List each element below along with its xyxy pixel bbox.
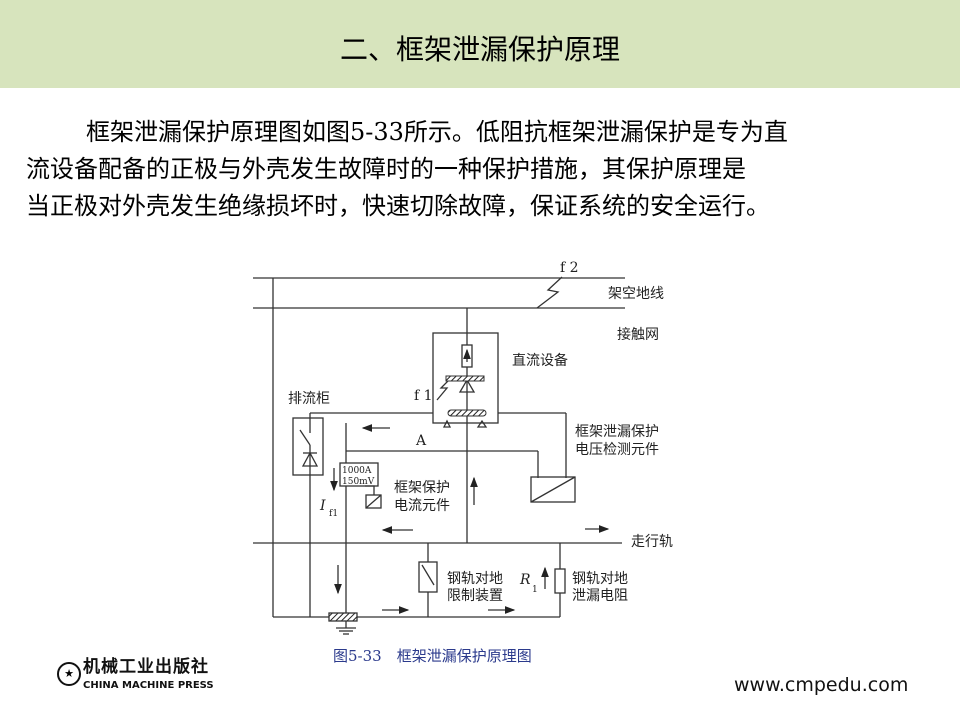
body-paragraph: 框架泄漏保护原理图如图5-33所示。低阻抗框架泄漏保护是专为直 流设备配备的正极… [26, 114, 946, 225]
label-current-element: 电流元件 [394, 498, 450, 514]
label-limiter: 钢轨对地 [447, 571, 503, 587]
leakage-resistor [554, 568, 566, 594]
label-dc-equipment: 直流设备 [512, 352, 568, 369]
website-url: www.cmpedu.com [734, 674, 909, 696]
publisher-name-en: CHINA MACHINE PRESS [83, 680, 214, 691]
publisher-name-cn: 机械工业出版社 [83, 657, 209, 677]
dc-equipment-box [432, 332, 499, 424]
ground-bar [328, 612, 358, 622]
label-shunt: 150mV [342, 477, 375, 487]
label-r1-sub: 1 [532, 585, 538, 595]
label-voltage-element: 框架泄漏保护 [575, 424, 659, 440]
slide-title: 二、框架泄漏保护原理 [339, 33, 620, 66]
drain-cabinet-box [292, 417, 324, 476]
label-A: A [415, 433, 427, 449]
label-leakage-resistor: 泄漏电阻 [572, 588, 628, 604]
fault-f1-bolt [436, 377, 452, 401]
label-if1-sub: f1 [329, 509, 338, 519]
label-f1: f 1 [414, 388, 433, 404]
frame-current-element [365, 494, 382, 509]
title-band [0, 0, 960, 88]
label-catenary: 接触网 [617, 326, 659, 343]
paragraph-line: 流设备配备的正极与外壳发生故障时的一种保护措施，其保护原理是 [26, 155, 746, 183]
label-limiter: 限制装置 [447, 588, 503, 604]
voltage-detection-element [530, 476, 576, 503]
label-voltage-element: 电压检测元件 [575, 442, 659, 458]
label-drain-cabinet: 排流柜 [288, 391, 330, 407]
label-running-rail: 走行轨 [631, 534, 673, 550]
figure-caption: 图5-33 框架泄漏保护原理图 [333, 647, 532, 665]
label-shunt: 1000A [342, 466, 372, 476]
label-if1: I [319, 498, 326, 514]
label-leakage-resistor: 钢轨对地 [572, 571, 628, 587]
rail-ground-limiter [418, 561, 438, 593]
gear-star-icon: ★ [57, 662, 81, 686]
paragraph-line: 框架泄漏保护原理图如图5-33所示。低阻抗框架泄漏保护是专为直 [86, 118, 788, 146]
paragraph-line: 当正极对外壳发生绝缘损坏时，快速切除故障，保证系统的安全运行。 [26, 192, 770, 220]
label-overhead-ground: 架空地线 [608, 286, 664, 302]
fault-f2-bolt [536, 276, 563, 309]
label-current-element: 框架保护 [394, 480, 450, 496]
label-f2: f 2 [560, 260, 579, 276]
label-r1: R [519, 572, 531, 588]
